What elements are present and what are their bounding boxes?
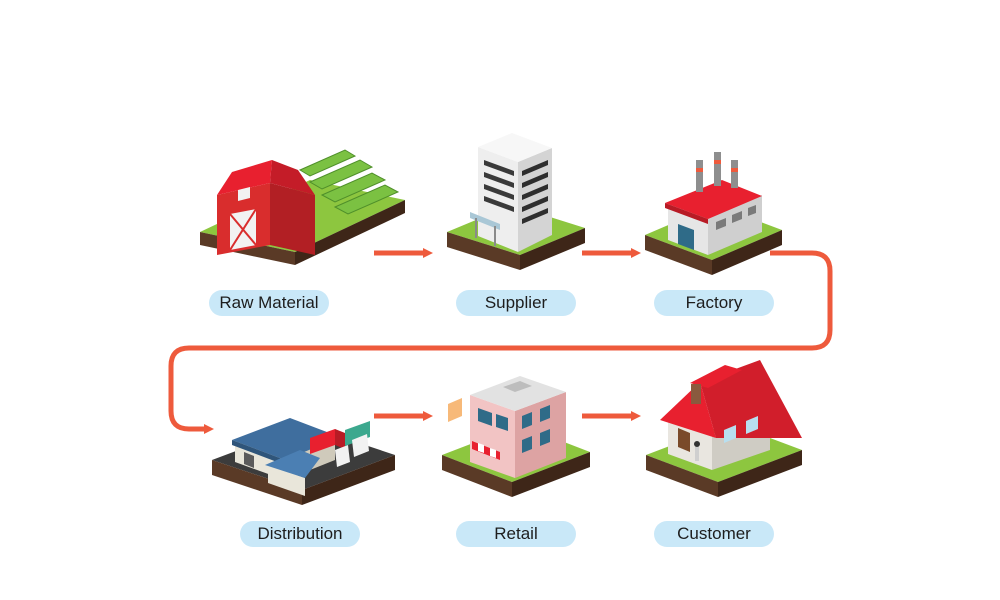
stage-label-supplier: Supplier [456, 290, 576, 316]
stage-label-factory: Factory [654, 290, 774, 316]
stage-label-raw-material: Raw Material [209, 290, 329, 316]
warehouse-trucks-icon [212, 418, 395, 505]
factory-icon [645, 152, 782, 275]
office-tower-icon [447, 133, 585, 270]
flow-arrows [168, 248, 833, 434]
arrow-factory-to-distribution [168, 250, 833, 434]
stage-label-retail: Retail [456, 521, 576, 547]
house-icon [646, 360, 802, 497]
stage-label-customer: Customer [654, 521, 774, 547]
stage-label-distribution: Distribution [240, 521, 360, 547]
retail-shop-icon [442, 376, 590, 497]
barn-farm-icon [200, 149, 405, 265]
